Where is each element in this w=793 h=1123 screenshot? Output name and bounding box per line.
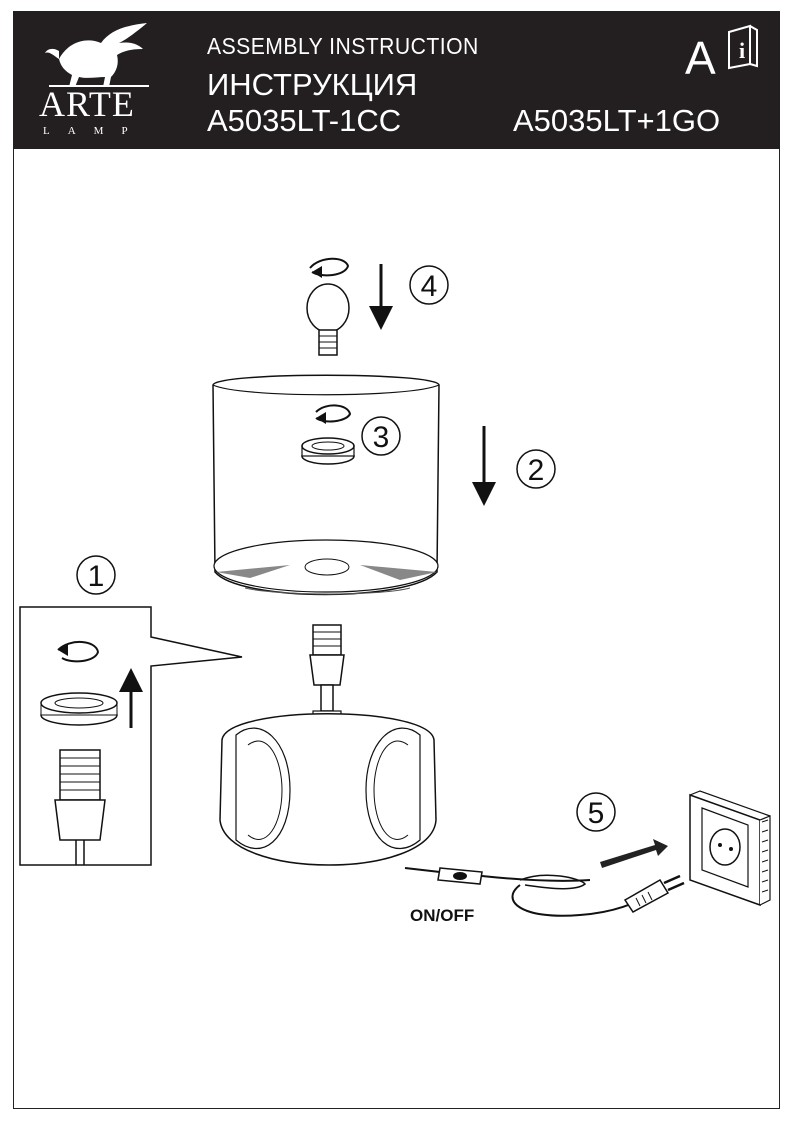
- on-off-label: ON/OFF: [410, 906, 474, 925]
- brand-wordmark: ARTE: [39, 84, 135, 124]
- griffin-logo-icon: [45, 23, 149, 87]
- detail-socket-icon: [54, 749, 106, 865]
- title-english: ASSEMBLY INSTRUCTION: [207, 33, 479, 59]
- lampshade: [212, 374, 440, 596]
- step-1-badge: [76, 555, 116, 595]
- wall-outlet-icon: [689, 790, 771, 907]
- title-russian: ИНСТРУКЦИЯ: [207, 67, 418, 102]
- ring-rotate-arrow-icon: [315, 404, 352, 424]
- brand-subtitle: LAMP: [43, 125, 146, 137]
- step-5-number: 5: [588, 797, 605, 830]
- header-bar: ARTE LAMP ASSEMBLY INSTRUCTION ИНСТРУКЦИ…: [13, 11, 780, 149]
- lamp-socket-icon: [309, 624, 345, 718]
- svg-text:i: i: [739, 38, 745, 63]
- step-5-badge: [576, 792, 616, 832]
- detail-ring-icon: [40, 692, 118, 726]
- light-bulb-icon: [306, 283, 350, 356]
- on-off-switch-icon: [437, 867, 483, 885]
- step-4-number: 4: [421, 270, 438, 303]
- step-2-badge: [516, 449, 556, 489]
- detail-rotate-arrow-icon: [57, 641, 100, 663]
- power-plug-icon: [623, 874, 685, 913]
- lamp-base-body: [219, 713, 437, 866]
- step-3-number: 3: [373, 421, 390, 454]
- detail-callout-box: [19, 606, 243, 866]
- plug-in-arrow: [600, 839, 668, 868]
- step-1-number: 1: [88, 560, 105, 593]
- fixing-ring-icon: [301, 437, 355, 465]
- manual-letter: A: [685, 32, 716, 84]
- step-2-number: 2: [528, 454, 545, 487]
- step-4-badge: [409, 265, 449, 305]
- info-book-icon: i: [728, 24, 758, 70]
- step-3-badge: [361, 416, 401, 456]
- model-number-2: A5035LT+1GO: [513, 103, 721, 138]
- bulb-rotate-arrow-icon: [309, 257, 350, 278]
- model-number-1: A5035LT-1CC: [207, 103, 402, 138]
